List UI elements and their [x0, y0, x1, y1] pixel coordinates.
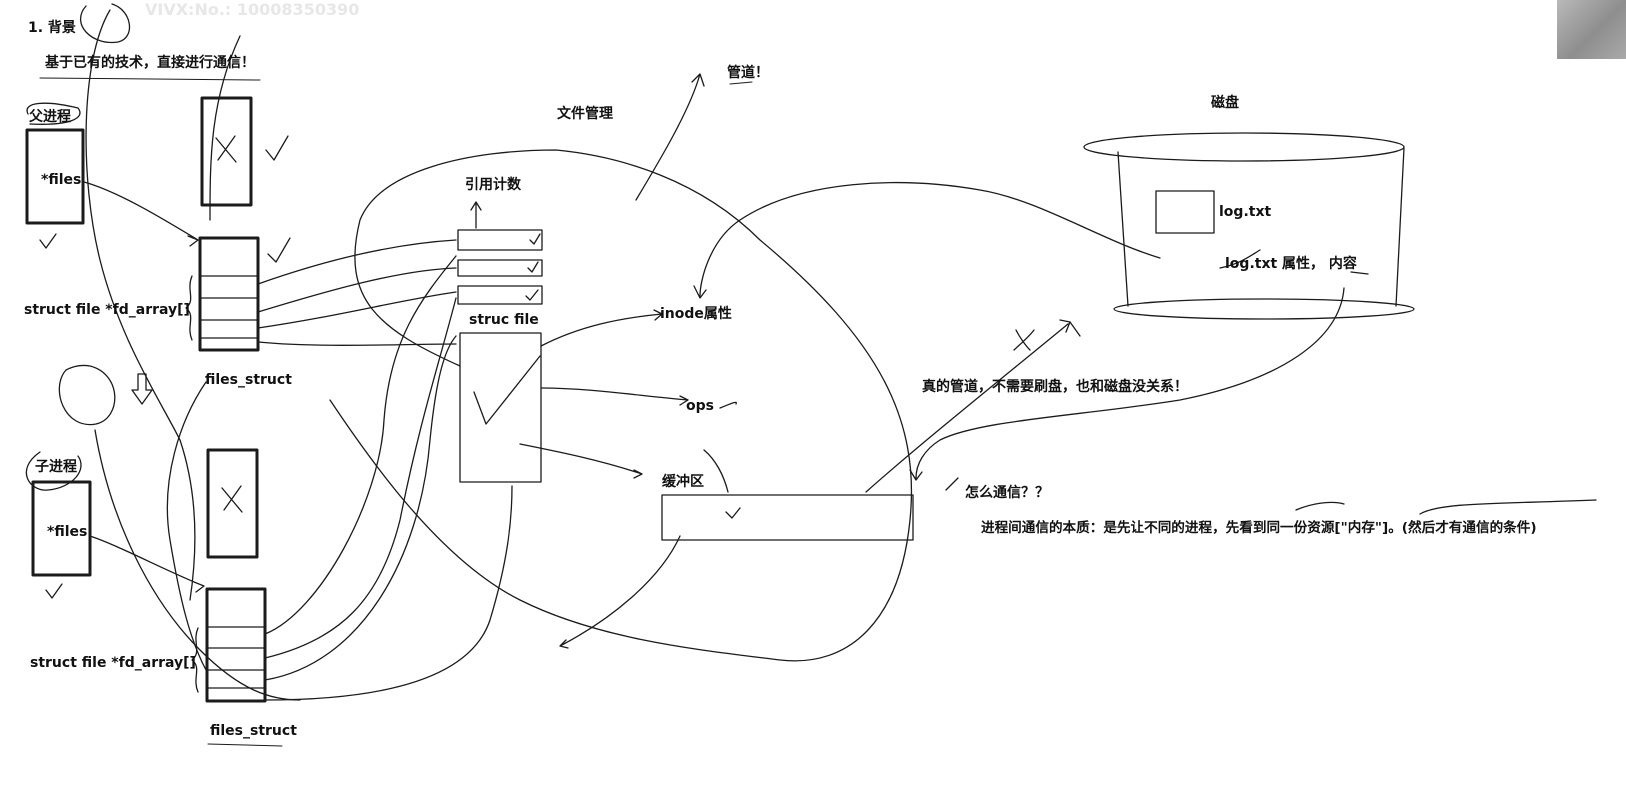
- check-mark: [39, 233, 57, 249]
- check-mark: [267, 237, 291, 263]
- subheading: 基于已有的技术，直接进行通信！: [45, 55, 255, 71]
- refcount-slot-3: [457, 285, 543, 305]
- parent-fd-array-label: struct file *fd_array[]: [24, 302, 190, 318]
- circled-3-child: [25, 451, 82, 491]
- child-x-mark: [221, 485, 243, 513]
- refcount-slot-1: [457, 229, 543, 251]
- parent-fd-table: [198, 236, 260, 352]
- watermark-text: VIVX:No.: 10008350390: [145, 0, 360, 19]
- parent-files-pointer: *files: [41, 172, 82, 188]
- check-mark: [527, 261, 539, 273]
- child-fd-array-label: struct file *fd_array[]: [30, 655, 196, 671]
- check-mark: [529, 233, 541, 245]
- ops-label: ops: [686, 398, 714, 414]
- child-files-pointer: *files: [47, 524, 88, 540]
- parent-index-brace: [185, 275, 193, 341]
- disk-file-attributes-label: log.txt 属性， 内容: [1225, 256, 1357, 272]
- parent-x-mark: [215, 135, 237, 163]
- buffer-box: [661, 494, 914, 541]
- disk-title: 磁盘: [1211, 95, 1239, 111]
- refcount-label: 引用计数: [465, 177, 521, 193]
- child-fd-table: [205, 587, 267, 703]
- child-crossed-box: [206, 448, 259, 559]
- ipc-essence-note: 进程间通信的本质：是先让不同的进程，先看到同一份资源["内存"]。(然后才有通信…: [981, 520, 1537, 536]
- parent-process-label: 父进程: [29, 109, 71, 125]
- child-files-struct-label: files_struct: [210, 723, 297, 739]
- parent-crossed-box: [200, 96, 253, 207]
- struct-file-label: struc file: [469, 312, 539, 328]
- page-title: 1. 背景: [28, 20, 76, 36]
- check-mark: [725, 507, 741, 519]
- disk-top: [1083, 132, 1405, 162]
- parent-label-circle: [26, 102, 81, 125]
- refcount-slot-2: [457, 259, 543, 277]
- how-to-communicate-note: 怎么通信？？: [965, 485, 1049, 501]
- parent-process-box: [25, 128, 85, 225]
- buffer-label: 缓冲区: [662, 474, 704, 490]
- disk-body: [1117, 147, 1405, 307]
- underline: [1350, 271, 1369, 275]
- struct-file-box: [459, 332, 542, 483]
- pipe-label: 管道！: [727, 65, 769, 81]
- child-process-label: 子进程: [35, 459, 77, 475]
- check-mark: [473, 355, 541, 425]
- up-arrow-icon: [470, 201, 482, 229]
- parent-files-struct-label: files_struct: [205, 372, 292, 388]
- disk-bottom: [1113, 298, 1415, 320]
- circled-number-mark: [80, 3, 131, 44]
- down-arrow-icon: [131, 373, 153, 405]
- log-file-box: [1155, 190, 1215, 234]
- child-index-brace: [191, 627, 199, 693]
- check-mark: [525, 289, 539, 301]
- file-management-label: 文件管理: [557, 106, 613, 122]
- child-process-box: [31, 480, 92, 577]
- disk-file-label: log.txt: [1219, 204, 1272, 220]
- inode-attributes-label: inode属性: [660, 306, 732, 322]
- webcam-overlay: [1557, 0, 1626, 59]
- real-pipe-note: 真的管道，不需要刷盘，也和磁盘没关系！: [922, 379, 1188, 395]
- check-mark: [45, 583, 63, 599]
- check-mark: [265, 135, 289, 161]
- circled-3-parent: [58, 364, 116, 426]
